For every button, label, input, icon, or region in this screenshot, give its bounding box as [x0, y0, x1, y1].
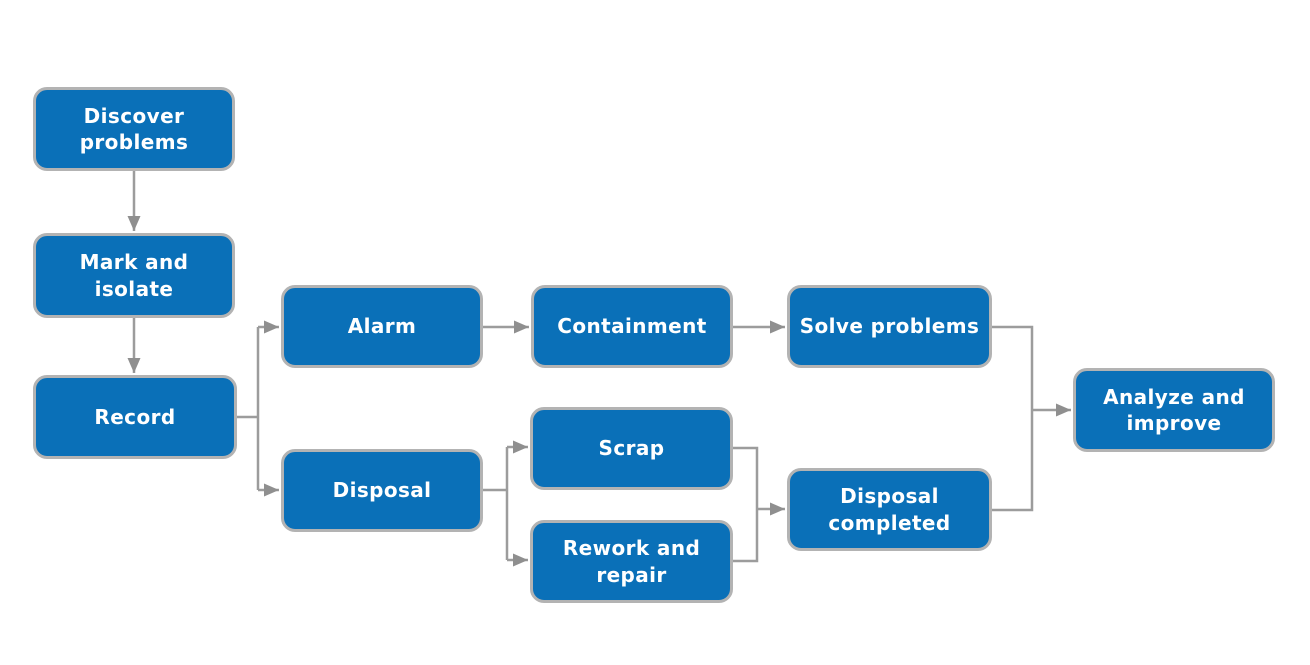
node-disposal: Disposal — [281, 449, 483, 532]
node-label: Disposal — [332, 478, 432, 503]
node-analyze-and-improve: Analyze and improve — [1073, 368, 1275, 452]
node-label: Record — [94, 404, 176, 429]
node-label: Solve problems — [799, 314, 980, 339]
node-rework-and-repair: Rework and repair — [530, 520, 733, 603]
node-label: Analyze and improve — [1103, 384, 1245, 435]
node-discover-problems: Discover problems — [33, 87, 235, 171]
node-label: Discover problems — [79, 103, 189, 154]
edge-disposal-branch-trunk — [483, 447, 509, 560]
node-label: Disposal completed — [828, 484, 951, 535]
node-label: Scrap — [598, 436, 665, 461]
node-alarm: Alarm — [281, 285, 483, 368]
edge-record-branch-trunk — [237, 327, 260, 490]
node-label: Containment — [557, 314, 707, 339]
edge-scrap-rework-merge-trunk — [733, 446, 759, 563]
node-label: Mark and isolate — [79, 250, 189, 301]
node-scrap: Scrap — [530, 407, 733, 490]
node-solve-problems: Solve problems — [787, 285, 992, 368]
node-disposal-completed: Disposal completed — [787, 468, 992, 551]
node-mark-and-isolate: Mark and isolate — [33, 233, 235, 318]
node-label: Rework and repair — [562, 536, 701, 587]
node-label: Alarm — [347, 314, 417, 339]
node-containment: Containment — [531, 285, 733, 368]
edge-solve-completed-merge-trunk — [992, 325, 1034, 512]
node-record: Record — [33, 375, 237, 459]
